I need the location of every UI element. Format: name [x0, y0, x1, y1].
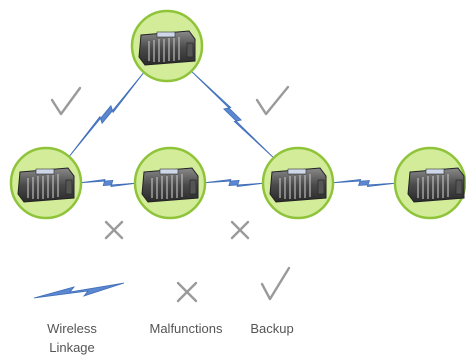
node-left [9, 146, 83, 220]
node-top [130, 9, 204, 83]
wireless-link-center-left-center-right [201, 179, 267, 187]
links-layer [66, 68, 399, 187]
legend-backup-label: Backup [250, 321, 294, 336]
node-center-left [133, 146, 207, 220]
wireless-link-top-left [66, 69, 147, 160]
legend-malfunction-label: Malfunctions [149, 321, 223, 336]
node-right [393, 146, 466, 220]
malfunction-cross-left [104, 220, 124, 240]
legend-malfunction-icon [176, 281, 198, 303]
wireless-link-top-center-right [188, 68, 277, 161]
backup-check-top-left [50, 86, 82, 116]
wireless-link-center-right-right [329, 179, 399, 187]
legend-wireless-label: Wireless Linkage [47, 321, 97, 355]
node-center-right [261, 146, 335, 220]
malfunction-cross-right [230, 220, 250, 240]
wireless-link-left-center-left [77, 179, 139, 187]
legend-wireless-icon [33, 282, 125, 299]
legend-backup-icon [260, 266, 291, 301]
backup-check-top-right [255, 85, 290, 116]
